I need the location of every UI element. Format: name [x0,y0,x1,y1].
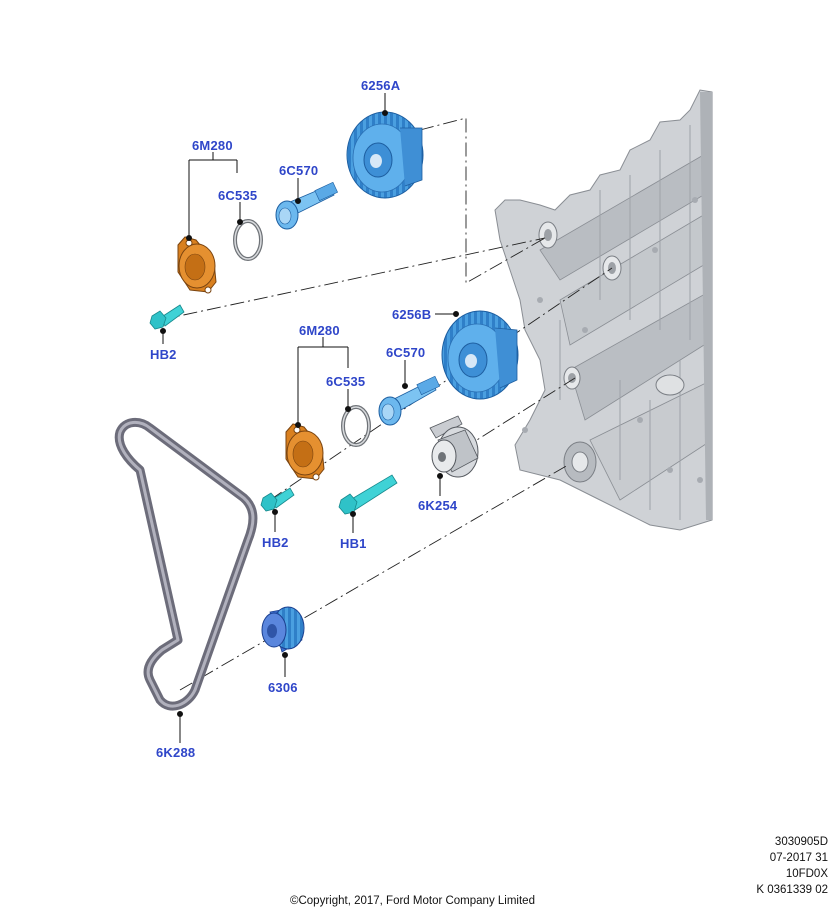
timing-belt[interactable] [114,418,258,711]
label-6k288: 6K288 [156,745,196,760]
reference-line-4: K 0361339 02 [756,884,828,896]
seal-ring-upper[interactable] [233,219,263,261]
cam-sprocket-b[interactable] [441,310,519,400]
label-6c535-lower: 6C535 [326,374,366,389]
reference-line-1: 3030905D [774,836,828,848]
pump-lower[interactable] [285,423,325,481]
label-6c570-lower: 6C570 [386,345,426,360]
engine-block [494,89,713,531]
label-6m280-lower: 6M280 [299,323,340,338]
crank-sprocket[interactable] [261,606,305,653]
label-6256b: 6256B [392,307,432,322]
reference-line-3: 10FD0X [785,868,828,880]
label-6k254: 6K254 [418,498,458,513]
cam-sprocket-a[interactable] [346,111,424,199]
label-hb2-upper: HB2 [150,347,177,362]
hb1-bolt[interactable] [338,474,398,515]
hb2-bolt-upper[interactable] [149,304,185,330]
label-6m280-upper: 6M280 [192,138,233,153]
label-hb2-lower: HB2 [262,535,289,550]
pump-upper[interactable] [177,236,217,294]
hb2-bolt-lower[interactable] [260,487,295,512]
label-6256a: 6256A [361,78,401,93]
sprocket-bolt-upper[interactable] [275,181,338,230]
sprocket-bolt-lower[interactable] [378,375,440,426]
label-6c570-upper: 6C570 [279,163,319,178]
seal-ring-lower[interactable] [341,405,371,447]
reference-line-2: 07-2017 31 [769,852,828,864]
tensioner[interactable] [429,415,479,478]
label-6306: 6306 [268,680,298,695]
label-6c535-upper: 6C535 [218,188,258,203]
callout-leaders [160,93,459,743]
copyright-notice: ©Copyright, 2017, Ford Motor Company Lim… [290,895,535,907]
label-hb1: HB1 [340,536,367,551]
